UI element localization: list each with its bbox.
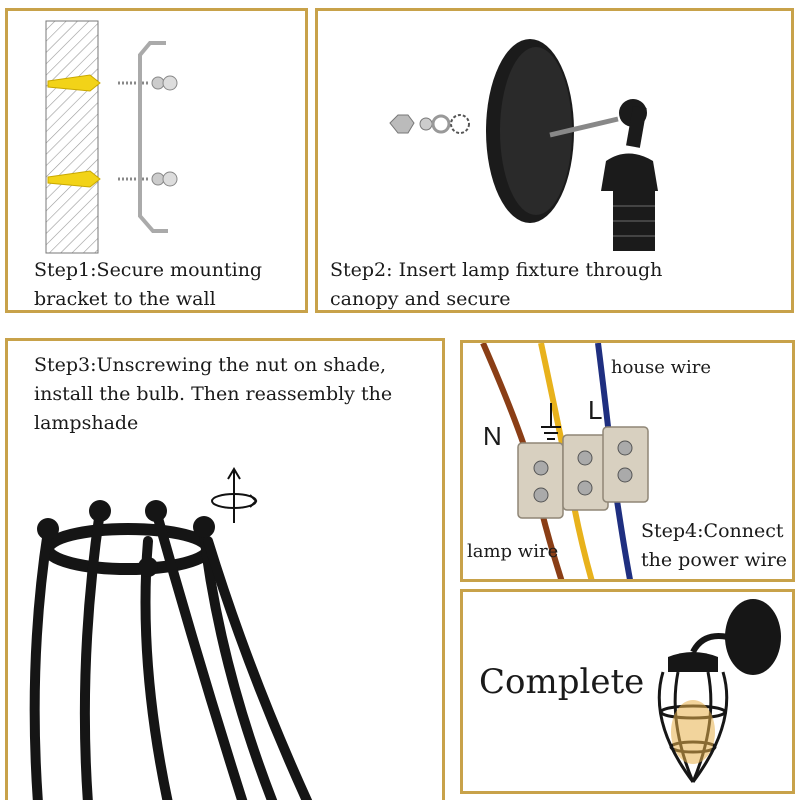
complete-label: Complete xyxy=(479,662,645,702)
step2-illustration xyxy=(389,39,658,251)
wall-canopy xyxy=(725,599,781,675)
lamp-wire-label: lamp wire xyxy=(467,541,559,562)
wall-section xyxy=(45,20,99,254)
house-wire-label: house wire xyxy=(611,357,712,378)
lampshade-cage xyxy=(29,506,313,800)
screw-bottom xyxy=(118,171,178,187)
rotate-arrow-icon xyxy=(211,467,258,523)
step1-caption: Step1:Secure mounting bracket to the wal… xyxy=(34,259,263,310)
ground-symbol-icon xyxy=(541,403,561,440)
step3-caption: Step3:Unscrewing the nut on shade, insta… xyxy=(34,354,393,434)
complete-lamp-illustration xyxy=(657,599,781,783)
step4-caption: Step4:Connect the power wire xyxy=(641,520,788,571)
lampshade-knobs xyxy=(37,500,215,577)
step2-caption: Step2: Insert lamp fixture through canop… xyxy=(330,259,663,310)
step2-panel: Step2: Insert lamp fixture through canop… xyxy=(315,8,794,313)
complete-panel: Complete xyxy=(460,589,795,794)
terminal-screws xyxy=(533,440,633,503)
step4-illustration xyxy=(480,343,649,579)
step4-panel: N L house wire lamp wire Step4:Connect t… xyxy=(460,340,795,582)
wall-anchor-bottom xyxy=(47,170,101,188)
wall-anchor-top xyxy=(47,74,101,92)
step3-panel: Step3:Unscrewing the nut on shade, insta… xyxy=(5,338,445,800)
lamp-socket xyxy=(601,99,658,251)
nut-washer-set xyxy=(389,114,470,134)
step3-illustration xyxy=(29,467,313,800)
threaded-rod xyxy=(549,116,619,138)
terminal-block xyxy=(517,426,649,519)
live-label: L xyxy=(588,395,603,425)
neutral-label: N xyxy=(483,421,502,451)
step1-panel: Step1:Secure mounting bracket to the wal… xyxy=(5,8,308,313)
screw-top xyxy=(118,75,178,91)
mounting-bracket xyxy=(138,41,168,233)
step1-illustration xyxy=(45,20,178,254)
edison-bulb xyxy=(671,700,715,764)
